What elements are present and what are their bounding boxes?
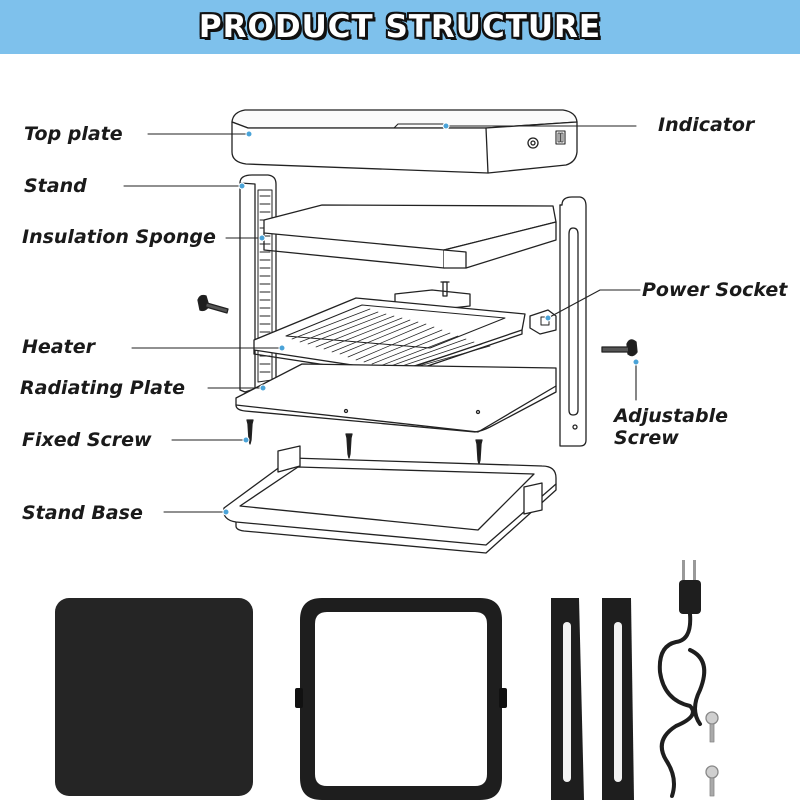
label-radiating-plate: Radiating Plate (20, 377, 185, 399)
leader-lines (123, 125, 641, 513)
radiating-plate-part (235, 363, 557, 433)
label-power-socket: Power Socket (642, 279, 788, 301)
label-top-plate: Top plate (24, 123, 123, 145)
label-fixed-screw: Fixed Screw (22, 429, 152, 451)
banner-title: PRODUCT STRUCTURE (198, 9, 602, 45)
label-insulation-sponge: Insulation Sponge (22, 226, 216, 248)
right-thumb-screw (601, 339, 638, 357)
stand-pair-photo (551, 598, 634, 800)
heater-part (253, 297, 557, 377)
leader-power-socket (547, 289, 641, 319)
right-stand-part (559, 196, 587, 447)
power-cord-photo (657, 560, 707, 798)
leader-dots (222, 122, 640, 516)
left-thumb-screw (197, 294, 229, 314)
top-plate-part (231, 109, 578, 174)
stand-base-part (223, 445, 557, 554)
label-heater: Heater (22, 336, 95, 358)
title-banner: PRODUCT STRUCTURE (0, 0, 800, 54)
stand-base-photo (295, 598, 507, 800)
left-stand-part (239, 174, 277, 393)
insulation-sponge-part (263, 204, 557, 269)
label-stand: Stand (24, 175, 87, 197)
screw-set-photo (705, 711, 719, 797)
radiating-plate-photo (55, 598, 253, 796)
fixed-screws (246, 419, 483, 465)
label-stand-base: Stand Base (22, 502, 143, 524)
label-indicator: Indicator (658, 114, 755, 136)
label-adjustable-screw: Adjustable Screw (614, 405, 728, 449)
